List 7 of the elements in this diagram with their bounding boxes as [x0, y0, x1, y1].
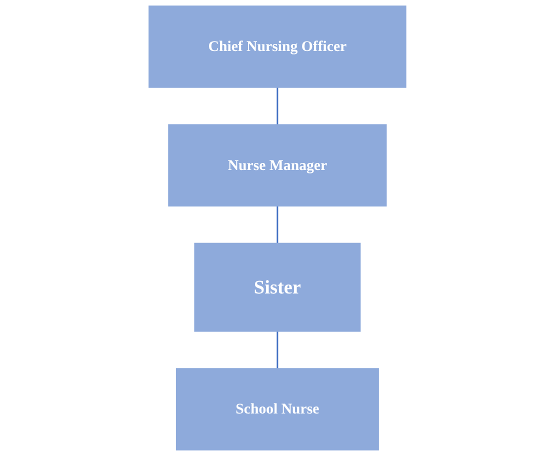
connector — [276, 206, 278, 244]
node-box: Sister — [194, 242, 361, 332]
connector — [276, 88, 278, 125]
node-box: School Nurse — [176, 368, 379, 450]
node-box: Nurse Manager — [168, 124, 387, 206]
connector — [276, 331, 278, 368]
node-box: Chief Nursing Officer — [148, 6, 406, 88]
